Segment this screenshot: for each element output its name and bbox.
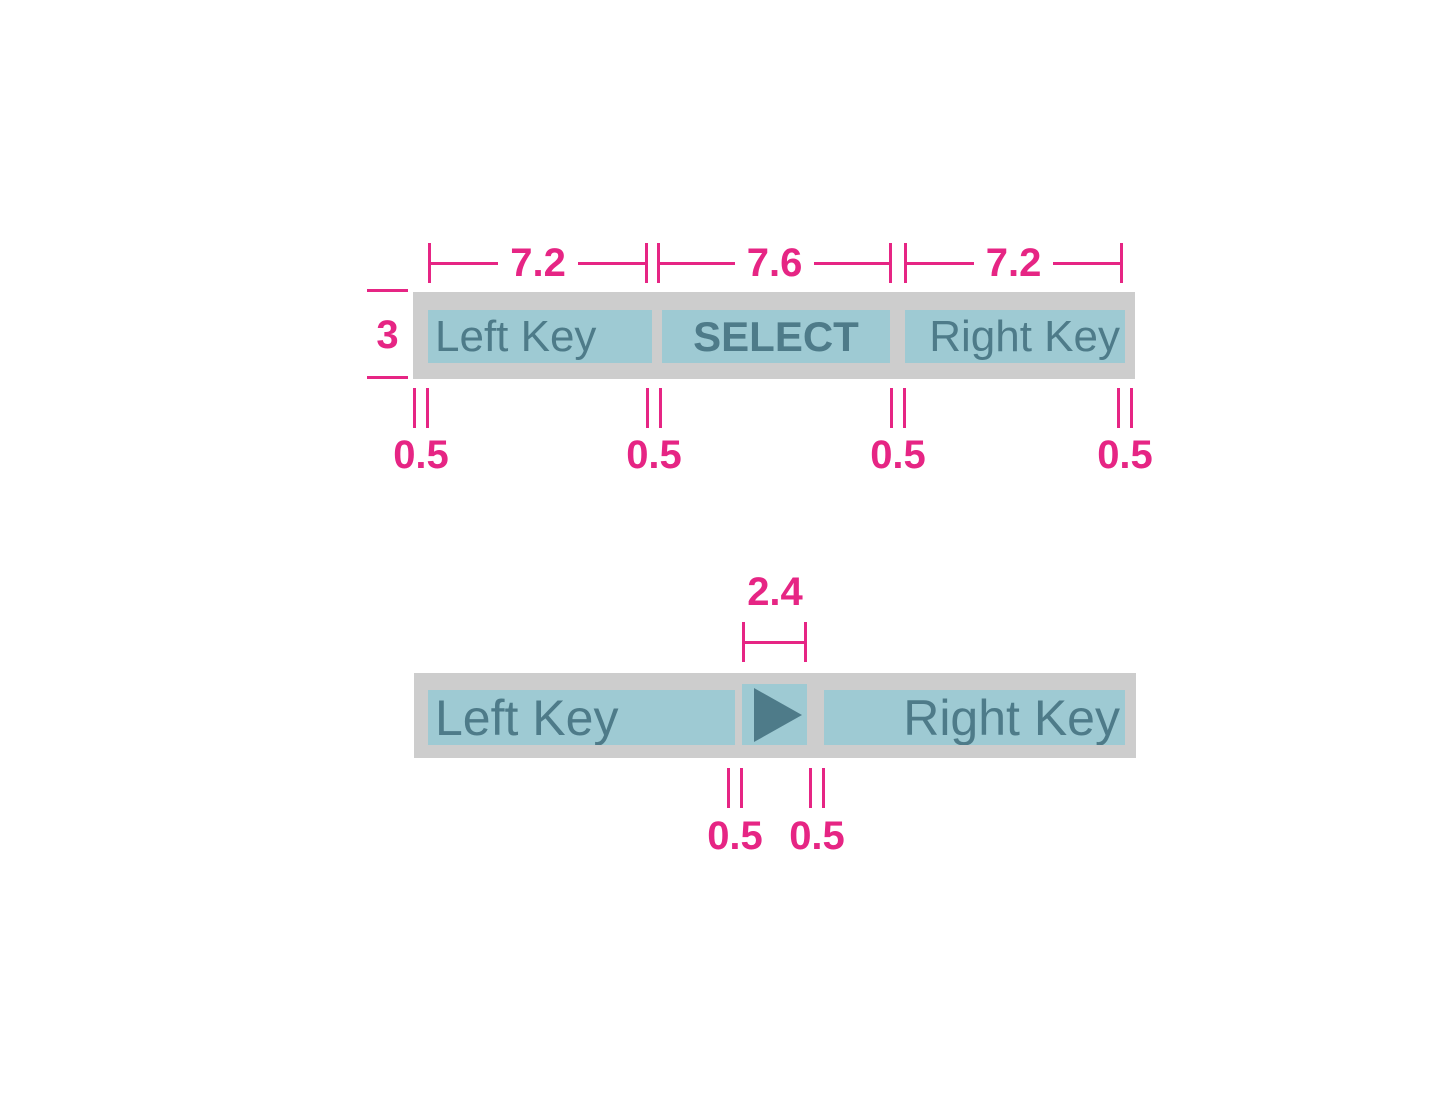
dim-line [660,261,735,265]
dim-tick [1120,243,1124,283]
dim-line [431,261,499,265]
gap-dimension-label: 0.5 [870,433,926,477]
bottom-key-bar: Left Key Right Key [414,673,1136,758]
dim-tick [413,388,416,428]
dim-value-label: 7.2 [510,241,566,285]
gap-dimension-label: 0.5 [707,814,763,858]
dim-tick [426,388,429,428]
dim-tick [659,388,662,428]
dim-tick [645,243,649,283]
play-icon [753,687,802,742]
dim-tick [804,622,807,662]
select-key-button[interactable]: SELECT [662,310,890,363]
left-key-label: Left Key [435,690,619,745]
right-key-button[interactable]: Right Key [905,310,1125,363]
gap-dimension-label: 0.5 [789,814,845,858]
dim-tick-bar-bottom [367,376,408,379]
left-key-button[interactable]: Left Key [428,690,735,745]
dim-line [577,261,646,265]
dim-tick [1130,388,1133,428]
dim-tick [889,243,893,283]
dim-line [745,640,804,644]
top-key-bar: Left Key SELECT Right Key [413,292,1135,379]
right-key-button[interactable]: Right Key [824,690,1125,745]
gap-tick-pair [890,388,906,428]
dim-tick [890,388,893,428]
play-key-button[interactable] [742,684,807,745]
dimension-segment-right-key-width: 7.2 [904,241,1124,285]
left-key-label: Left Key [435,311,597,361]
dim-tick [428,243,431,283]
dimension-bar-height-label: 3 [376,313,399,357]
gap-dimension-label: 0.5 [626,433,682,477]
select-key-label: SELECT [693,312,859,360]
gap-tick-pair [809,768,825,808]
gap-dimension-label: 0.5 [393,433,449,477]
dim-tick [904,243,907,283]
gap-tick-pair [1117,388,1133,428]
gap-tick-pair [646,388,662,428]
dim-tick [1117,388,1120,428]
gap-tick-pair [727,768,743,808]
dim-line [907,261,974,265]
dim-tick [646,388,649,428]
dim-tick [809,768,812,808]
dim-value-label: 7.6 [746,241,803,285]
dim-tick [822,768,825,808]
dim-tick-bar-top [367,289,408,292]
dim-tick [727,768,730,808]
dim-value-label: 7.2 [985,241,1042,285]
dimension-segment-left-key-width: 7.2 [428,241,649,285]
dim-tick [903,388,906,428]
gap-tick-pair [413,388,429,428]
dim-tick [740,768,743,808]
dim-tick [742,622,745,662]
dimension-segment-select-key-width: 7.6 [657,241,893,285]
dim-line [814,261,890,265]
right-key-label: Right Key [929,311,1120,361]
dim-tick [657,243,660,283]
gap-dimension-label: 0.5 [1097,433,1153,477]
left-key-button[interactable]: Left Key [428,310,652,363]
dim-line [1053,261,1121,265]
dimension-play-key-width-label: 2.4 [747,570,803,614]
right-key-label: Right Key [903,690,1120,745]
dimension-segment-play-key-width [742,622,807,662]
